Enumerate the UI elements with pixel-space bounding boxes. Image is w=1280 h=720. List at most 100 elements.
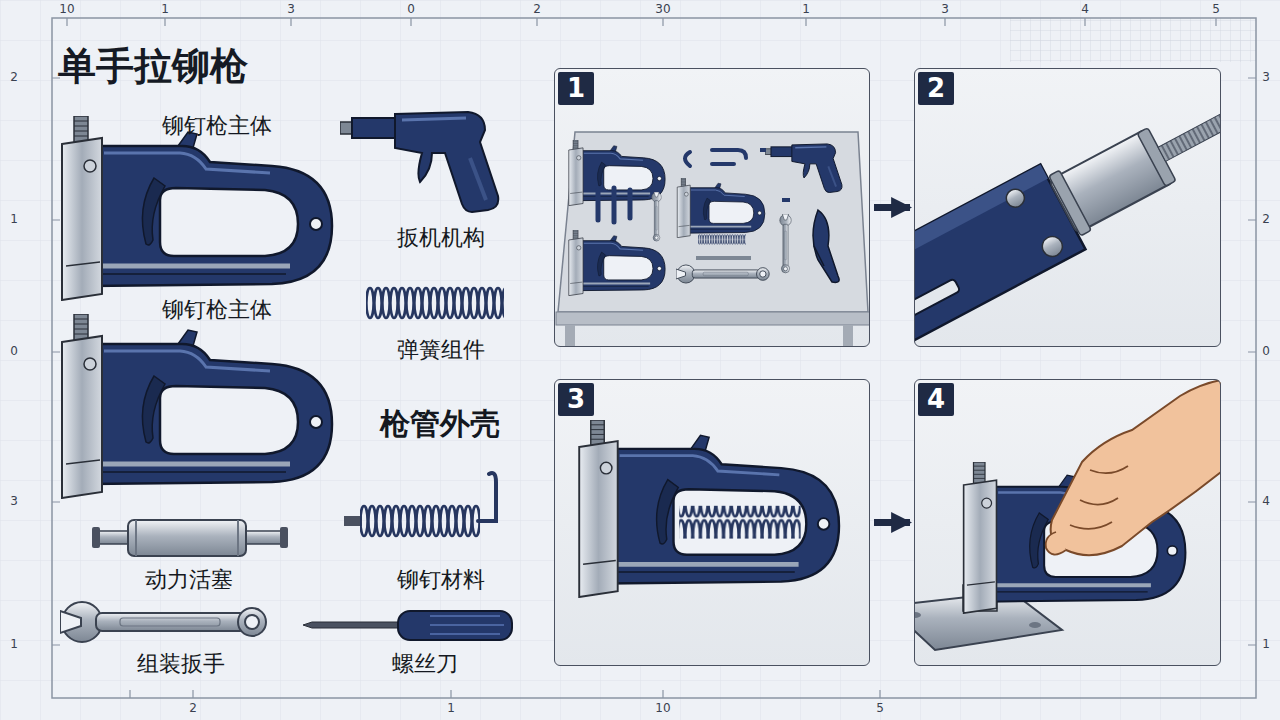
screwdriver — [398, 611, 512, 640]
step-1-scene — [554, 68, 870, 347]
rivet-material — [360, 504, 480, 538]
rivet-material — [344, 516, 362, 526]
ruler-number: 1 — [802, 3, 810, 16]
step-3-scene — [554, 379, 870, 666]
step-1-scene — [843, 325, 853, 347]
ruler-number: 5 — [1212, 3, 1220, 16]
step-4-scene — [1051, 380, 1221, 555]
step-1-scene — [569, 230, 665, 296]
part-label: 铆钉材料 — [397, 568, 485, 592]
part-label: 扳机机构 — [397, 226, 485, 250]
step-2-scene — [1158, 91, 1221, 161]
background-grid — [1010, 18, 1256, 62]
rivet-gun-body — [62, 314, 332, 498]
step-1-scene — [813, 210, 839, 282]
step-1-scene — [760, 150, 790, 218]
step-1-scene — [556, 312, 870, 325]
step-3-scene — [679, 506, 800, 539]
step-number: 2 — [918, 72, 954, 105]
step-3-scene — [579, 420, 839, 597]
step-2-scene — [914, 68, 1221, 347]
step-2-scene — [1003, 186, 1027, 210]
rivet-material — [344, 473, 496, 538]
part-label: 动力活塞 — [145, 568, 233, 592]
step-arrow — [874, 519, 910, 526]
rivet-gun-body — [62, 116, 332, 300]
step-3-scene — [679, 506, 800, 539]
rivet-gun-body — [62, 116, 332, 300]
step-1-scene — [696, 256, 751, 260]
screwdriver — [430, 616, 504, 634]
part-label: 铆钉枪主体 — [162, 114, 272, 138]
step-1-scene — [565, 325, 575, 347]
power-piston — [244, 531, 284, 544]
step-1-scene — [814, 246, 824, 266]
step-2-scene — [914, 278, 960, 333]
step-4-scene — [1046, 532, 1066, 555]
step-1-scene — [569, 140, 665, 206]
step-1-scene — [765, 144, 842, 193]
assembly-wrench — [60, 602, 266, 642]
step-1-scene — [652, 192, 662, 241]
background-grid — [52, 18, 1256, 698]
step-4-scene — [1029, 622, 1041, 628]
step-panel: 2 — [914, 68, 1221, 347]
step-panel: 1 — [554, 68, 870, 347]
background-grid — [52, 18, 1256, 698]
part-label: 铆钉枪主体 — [162, 298, 272, 322]
step-4-scene — [914, 612, 921, 618]
screwdriver — [303, 622, 400, 628]
step-2-scene — [1049, 170, 1092, 236]
ruler-number: 10 — [59, 3, 74, 16]
step-1-scene — [698, 234, 746, 245]
rivet-material — [478, 473, 496, 521]
step-number: 1 — [558, 72, 594, 105]
spring-assembly — [366, 286, 504, 320]
ruler-number: 2 — [189, 702, 197, 715]
step-1-scene — [558, 132, 868, 312]
rivet-material — [360, 504, 480, 538]
step-1-scene — [677, 178, 765, 238]
ruler-number: 4 — [1262, 495, 1270, 508]
step-1-scene — [685, 150, 746, 166]
power-piston — [92, 527, 100, 548]
step-number: 4 — [918, 383, 954, 416]
part-label: 枪管外壳 — [380, 407, 500, 440]
ruler-number: 0 — [1262, 345, 1270, 358]
ruler-number: 1 — [10, 213, 18, 226]
ruler-number: 0 — [10, 345, 18, 358]
step-arrow — [874, 204, 910, 211]
power-piston — [128, 520, 246, 556]
ruler-number: 30 — [655, 3, 670, 16]
ruler-number: 5 — [876, 702, 884, 715]
trigger-mechanism — [340, 112, 498, 212]
rivet-gun-body — [62, 314, 332, 498]
step-panel: 3 — [554, 379, 870, 666]
step-2-scene — [914, 68, 1221, 347]
ruler-number: 1 — [161, 3, 169, 16]
ruler-number: 4 — [1081, 3, 1089, 16]
step-1-scene — [676, 265, 769, 283]
ruler-number: 2 — [10, 71, 18, 84]
part-label: 螺丝刀 — [392, 652, 458, 676]
part-label: 组装扳手 — [137, 652, 225, 676]
step-4-scene — [1070, 466, 1128, 529]
step-1-scene — [598, 188, 630, 222]
power-piston — [92, 520, 288, 556]
ruler-number: 1 — [447, 702, 455, 715]
step-4-scene — [914, 379, 1221, 666]
assembly-wrench — [60, 602, 266, 642]
ruler-number: 2 — [1262, 213, 1270, 226]
power-piston — [136, 520, 238, 556]
step-3-scene — [554, 379, 870, 666]
diagram-title: 单手拉铆枪 — [58, 46, 248, 88]
ruler-number: 0 — [407, 3, 415, 16]
step-2-scene — [1039, 233, 1066, 260]
ruler-number: 1 — [10, 638, 18, 651]
step-1-scene — [698, 234, 746, 245]
ruler-number: 3 — [10, 495, 18, 508]
